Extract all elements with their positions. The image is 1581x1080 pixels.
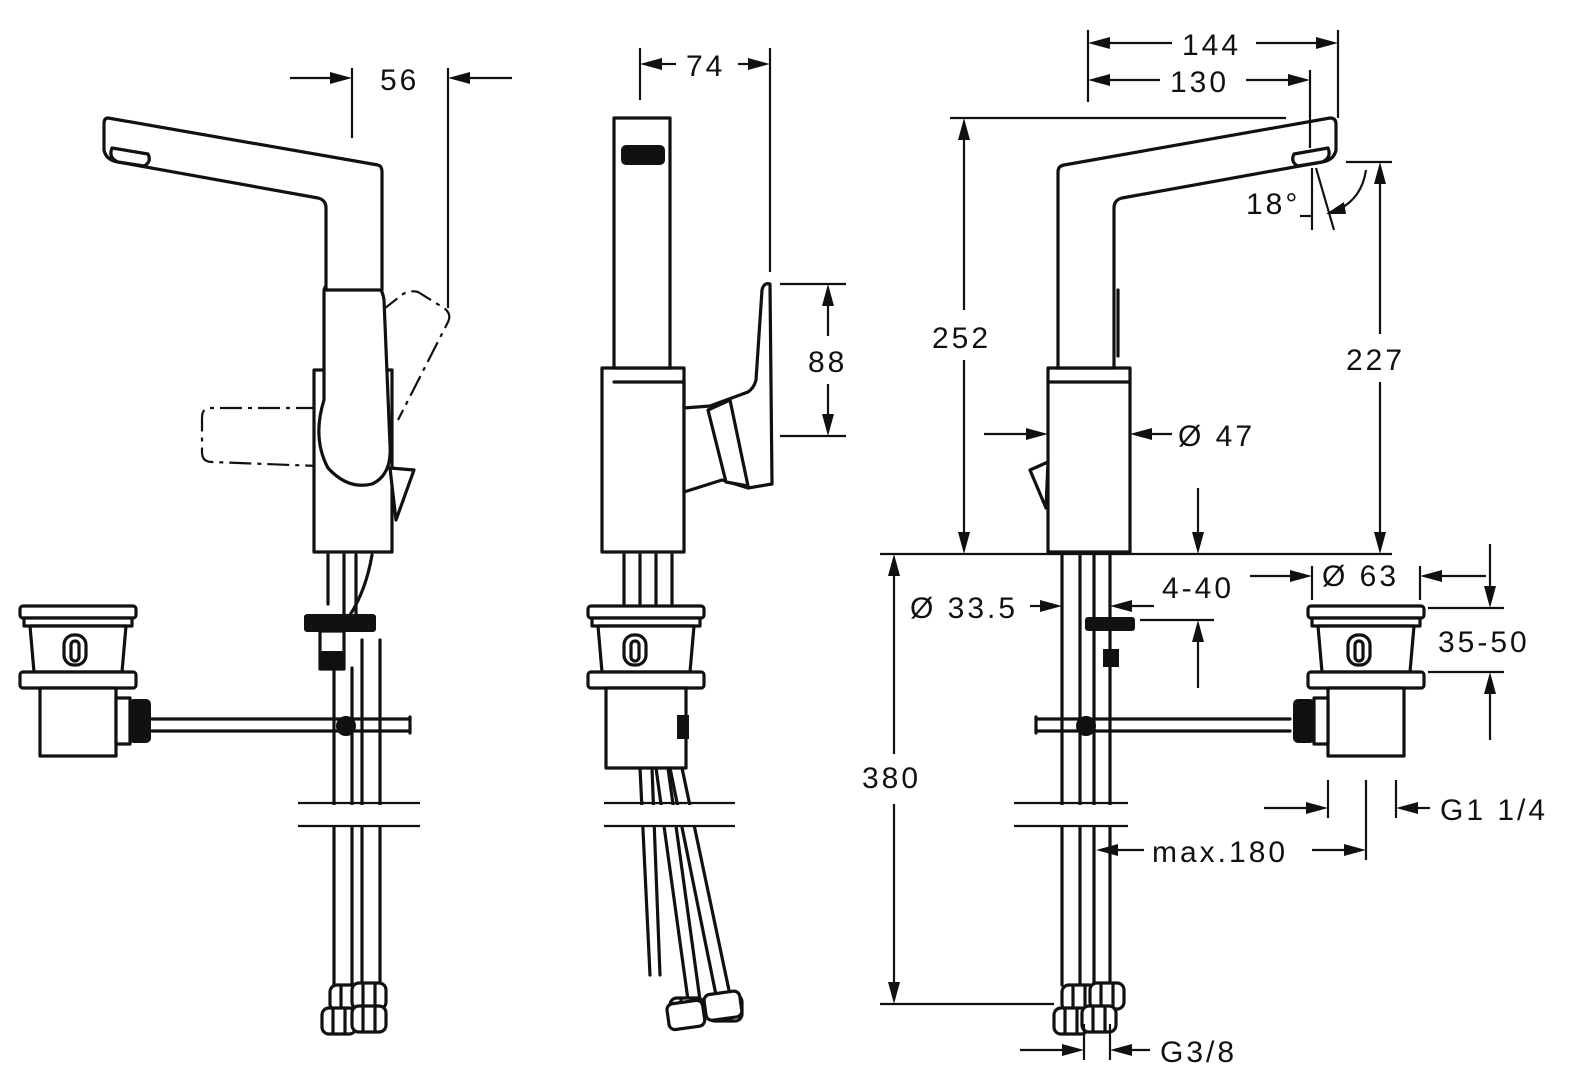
hose-length-label: 380 (862, 762, 921, 795)
connection-thread-label: G3/8 (1160, 1036, 1237, 1069)
waste-height-label: 35-50 (1438, 626, 1530, 659)
max-length-label: max.180 (1152, 836, 1288, 869)
spout-reach-label: 130 (1170, 66, 1229, 99)
outlet-height-label: 227 (1346, 344, 1405, 377)
body-diameter-label: Ø 47 (1178, 420, 1255, 453)
side-view: 74 88 (586, 48, 847, 1032)
rear-view: 144 130 18° 252 227 Ø 47 (862, 29, 1548, 1069)
overall-height-label: 252 (932, 322, 991, 355)
spout-offset-label: 56 (380, 64, 419, 97)
shank-diameter-label: Ø 33.5 (910, 592, 1018, 625)
handle-height-label: 88 (808, 346, 847, 379)
overall-reach-label: 144 (1182, 29, 1241, 62)
spout-angle-label: 18° (1246, 188, 1300, 221)
front-view: 56 (18, 64, 512, 1036)
waste-diameter-label: Ø 63 (1322, 560, 1399, 593)
waste-thread-label: G1 1/4 (1440, 794, 1548, 827)
body-depth-label: 74 (686, 50, 725, 83)
deck-thickness-label: 4-40 (1162, 572, 1234, 605)
